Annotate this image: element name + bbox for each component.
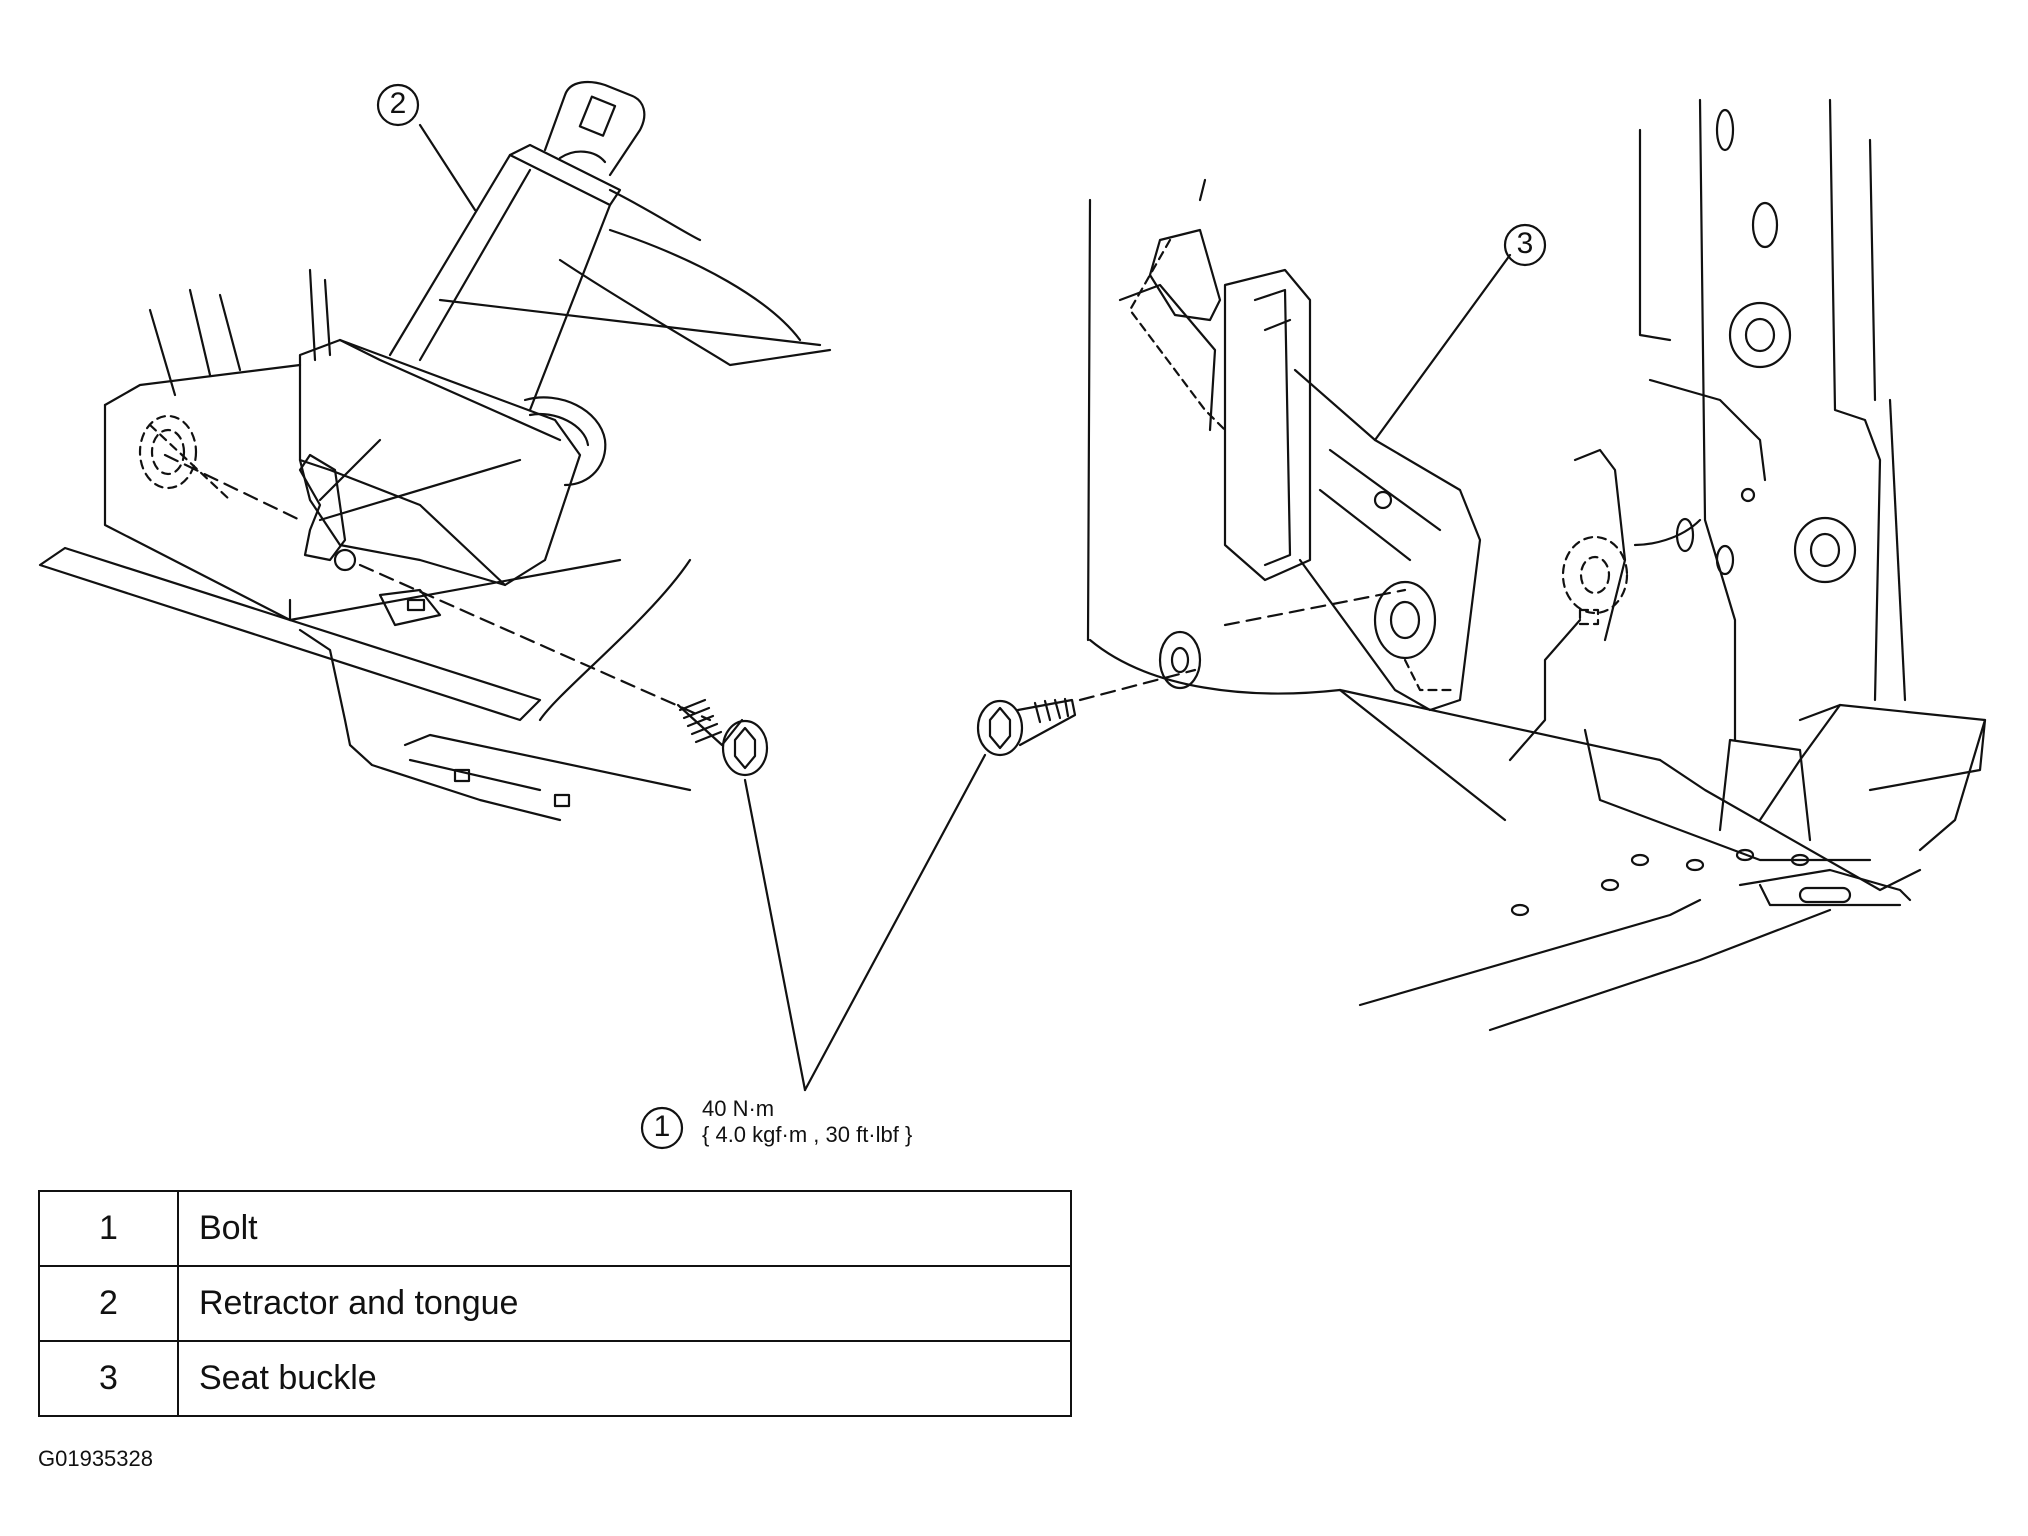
legend-row: 2 Retractor and tongue (38, 1265, 1072, 1342)
install-line-right (1078, 588, 1407, 702)
legend-description: Seat buckle (177, 1340, 1072, 1417)
seat-buckle (1118, 228, 1482, 712)
legend-row: 1 Bolt (38, 1190, 1072, 1267)
leader-line-callout-2 (418, 123, 477, 212)
floor-panel-left (38, 188, 832, 822)
pillar-hole-dashed (1561, 535, 1629, 626)
legend-number: 3 (38, 1340, 179, 1417)
callout-number-2: 2 (389, 87, 407, 120)
legend-number: 2 (38, 1265, 179, 1342)
tongue-plate (543, 80, 646, 177)
retractor-hole-dashed (138, 414, 232, 502)
retractor-body (298, 338, 607, 587)
legend-number: 1 (38, 1190, 179, 1267)
leader-lines-callout-1 (743, 753, 987, 1092)
install-line-left (163, 453, 712, 722)
callout-number-3: 3 (1516, 227, 1534, 260)
bolt-right (976, 697, 1077, 757)
torque-nm: 40 N·m (702, 1096, 775, 1121)
callout-circle-1 (640, 1106, 684, 1150)
bolt-left (676, 698, 769, 777)
callout-circle-3 (1503, 223, 1547, 267)
legend-description: Retractor and tongue (177, 1265, 1072, 1342)
retractor-anchor-plate (298, 453, 442, 627)
legend-row: 3 Seat buckle (38, 1340, 1072, 1417)
torque-spec: 40 N·m { 4.0 kgf·m , 30 ft·lbf } (702, 1096, 912, 1148)
belt-webbing (388, 143, 622, 412)
callout-circle-2 (376, 83, 420, 127)
legend-description: Bolt (177, 1190, 1072, 1267)
figure-id: G01935328 (38, 1446, 153, 1471)
pillar-holes (1158, 108, 1857, 690)
leader-line-callout-3 (1373, 253, 1512, 442)
parts-legend-table: 1 Bolt 2 Retractor and tongue 3 Seat buc… (38, 1190, 1072, 1417)
callout-number-1: 1 (653, 1110, 671, 1143)
seat-buckle-dashed (1128, 238, 1457, 692)
torque-kgf-ftlbf: { 4.0 kgf·m , 30 ft·lbf } (702, 1122, 913, 1147)
